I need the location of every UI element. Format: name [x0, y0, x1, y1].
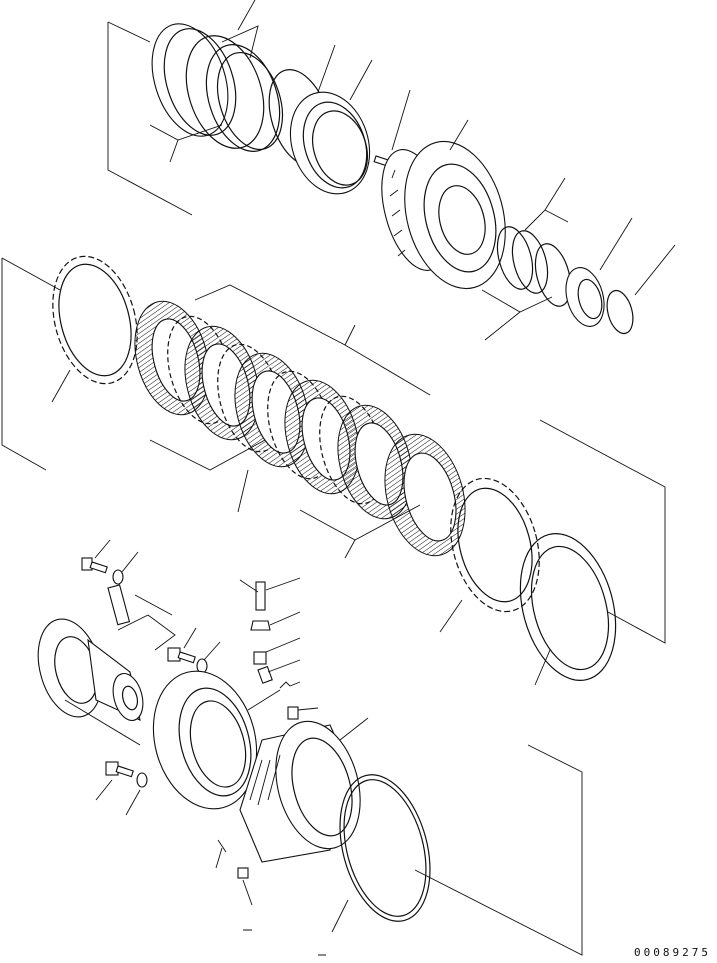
bolt-group-upper	[81, 539, 221, 674]
friction-disc-stack	[134, 284, 466, 559]
shim-ring	[519, 533, 617, 686]
drawing-number: 00089275	[634, 946, 711, 959]
cylinder-housing	[215, 706, 369, 906]
o-ring	[243, 744, 583, 956]
separator-plate-left	[51, 255, 138, 403]
separator-plate-right	[439, 477, 540, 633]
fitting-group	[239, 577, 301, 689]
carrier-hub	[373, 89, 506, 290]
small-seal-group	[481, 177, 676, 341]
brake-housing	[152, 670, 281, 810]
axle-hub	[37, 618, 144, 746]
bearing-race	[268, 44, 373, 195]
disc-stack-bracket	[1, 257, 666, 644]
bolt-group-lower	[95, 761, 148, 816]
seal-ring-group	[107, 0, 284, 216]
